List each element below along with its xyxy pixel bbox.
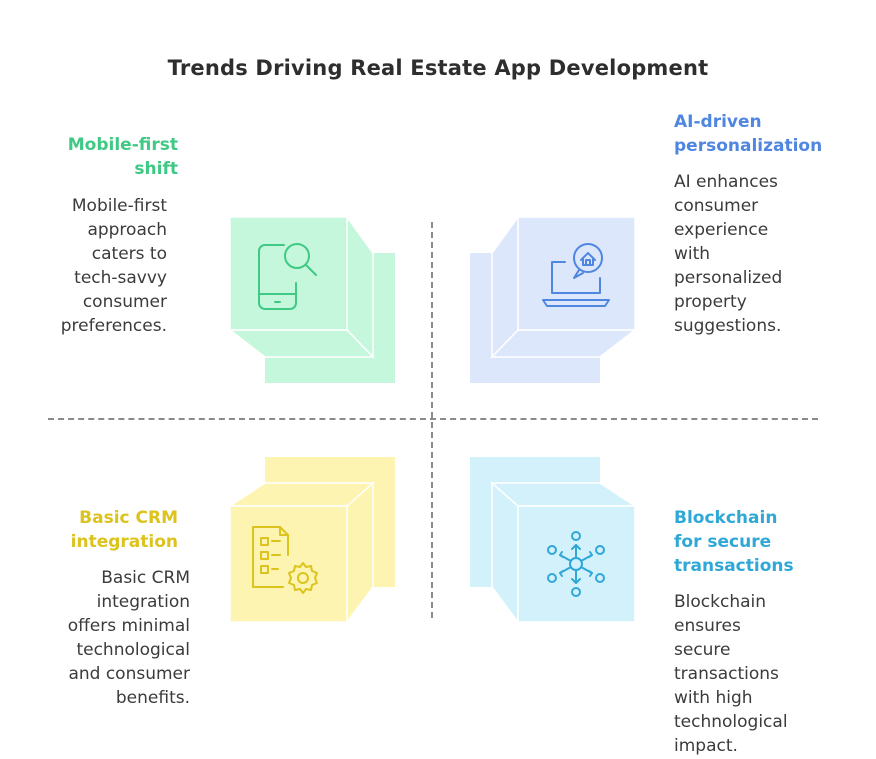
laptop-home-chat-icon bbox=[542, 243, 610, 307]
cube-top-right bbox=[470, 214, 638, 383]
description-basic-crm-integration: Basic CRM integration offers minimal tec… bbox=[67, 568, 190, 708]
description-ai-driven-personalization: AI enhances consumer experience with per… bbox=[674, 172, 783, 336]
cube-bottom-right bbox=[470, 457, 638, 625]
horizontal-divider bbox=[48, 418, 818, 420]
network-hub-icon bbox=[547, 531, 605, 597]
description-mobile-first-shift: Mobile-first approach caters to tech-sav… bbox=[60, 196, 167, 336]
mobile-search-icon bbox=[258, 243, 317, 310]
heading-blockchain-secure-transactions: Blockchain for secure transactions bbox=[674, 508, 794, 576]
heading-basic-crm-integration: Basic CRM integration bbox=[70, 508, 178, 552]
cube-bottom-left bbox=[227, 457, 395, 625]
cube-top-left bbox=[227, 214, 395, 383]
description-blockchain-secure-transactions: Blockchain ensures secure transactions w… bbox=[674, 592, 788, 756]
vertical-divider bbox=[431, 222, 433, 618]
page-title: Trends Driving Real Estate App Developme… bbox=[167, 56, 709, 80]
document-gear-icon bbox=[252, 526, 318, 594]
heading-mobile-first-shift: Mobile-first shift bbox=[67, 135, 178, 179]
heading-ai-driven-personalization: AI-driven personalization bbox=[674, 112, 823, 156]
